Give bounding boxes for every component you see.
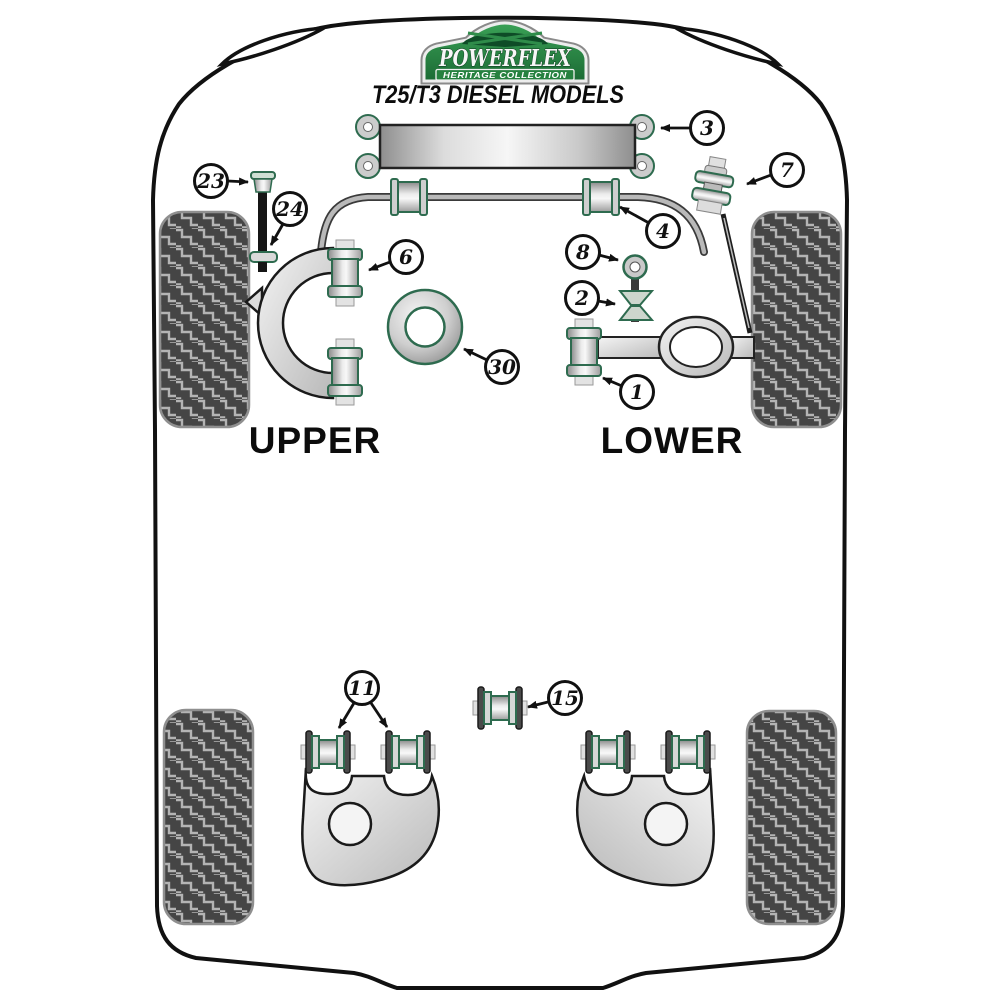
right-mirror <box>675 26 784 67</box>
badge-plate <box>422 21 588 83</box>
tie-rod-end-bushings <box>691 156 735 215</box>
powerflex-badge: POWERFLEX HERITAGE COLLECTION <box>420 19 590 85</box>
bush-cap-23 <box>250 171 276 180</box>
front-lower-arm <box>566 315 755 386</box>
front-crossmember <box>355 114 655 179</box>
arb-highlight <box>318 194 707 255</box>
model-title: T25/T3 DIESEL MODELS <box>372 81 624 109</box>
upper-label: UPPER <box>249 420 381 461</box>
badge-flag-stripes-icon <box>467 31 543 46</box>
svg-text:4: 4 <box>656 219 670 243</box>
callout-15: 15 <box>547 680 583 716</box>
svg-text:30: 30 <box>488 355 516 379</box>
wishbone-arm <box>256 246 335 400</box>
ring-inner <box>404 306 446 348</box>
callout-23: 23 <box>193 163 229 199</box>
tie-rod-highlight <box>723 217 750 329</box>
drop-link <box>617 254 655 322</box>
lower-arm-bar <box>597 336 667 359</box>
callout-24: 24 <box>272 191 308 227</box>
svg-text:8: 8 <box>575 240 590 264</box>
crossmember-bar <box>378 123 637 170</box>
washer-24 <box>249 251 278 263</box>
callout-4: 4 <box>645 213 681 249</box>
front-left-tire <box>158 210 251 429</box>
rear-left-tire <box>162 708 255 926</box>
callout-7: 7 <box>769 152 805 188</box>
svg-text:3: 3 <box>700 116 714 140</box>
svg-text:15: 15 <box>551 686 579 710</box>
badge-subtitle: HERITAGE COLLECTION <box>443 70 567 80</box>
bush-cap-body-23 <box>253 178 273 193</box>
svg-text:23: 23 <box>196 169 225 193</box>
eye-hole <box>629 261 641 273</box>
ring-bushing-30 <box>386 288 464 366</box>
bolt-shaft <box>258 185 267 265</box>
lower-arm-ring-hole <box>669 326 723 368</box>
bolt-tip <box>258 262 267 272</box>
arb-bushing <box>582 178 620 216</box>
svg-text:7: 7 <box>780 158 794 182</box>
badge-title: POWERFLEX <box>438 45 572 72</box>
svg-text:1: 1 <box>630 380 644 404</box>
svg-text:6: 6 <box>399 245 413 269</box>
lower-arm-bushing-1 <box>566 318 602 386</box>
callout-circles: 3 7 23 24 4 6 8 2 30 1 11 15 <box>193 110 805 716</box>
callout-1: 1 <box>619 374 655 410</box>
callout-30: 30 <box>484 349 520 385</box>
anti-roll-bar <box>317 178 708 256</box>
callout-6: 6 <box>388 239 424 275</box>
callout-8: 8 <box>565 234 601 270</box>
callout-3: 3 <box>689 110 725 146</box>
cone-bushing-2-lower <box>617 305 655 321</box>
callout-2: 2 <box>564 280 600 316</box>
lower-label: LOWER <box>601 420 744 461</box>
upper-wishbone <box>244 239 363 406</box>
bolt-kit-23-24 <box>249 171 278 272</box>
badge-subtitle-band <box>435 68 575 81</box>
arb-bushing <box>390 178 428 216</box>
svg-text:11: 11 <box>348 676 376 700</box>
crossmember-bushing <box>355 153 381 179</box>
rear-right-tire <box>745 709 838 926</box>
wishbone-bushing-6 <box>327 338 363 406</box>
tie-rod-assembly <box>691 156 753 334</box>
callout-arrows <box>227 124 772 729</box>
callout-11: 11 <box>344 670 380 706</box>
svg-text:24: 24 <box>275 197 304 221</box>
svg-text:2: 2 <box>574 286 589 310</box>
crossmember-bushing <box>355 114 381 140</box>
front-right-tire <box>750 210 843 429</box>
left-mirror <box>216 26 325 67</box>
wishbone-bushing-6 <box>327 239 363 307</box>
